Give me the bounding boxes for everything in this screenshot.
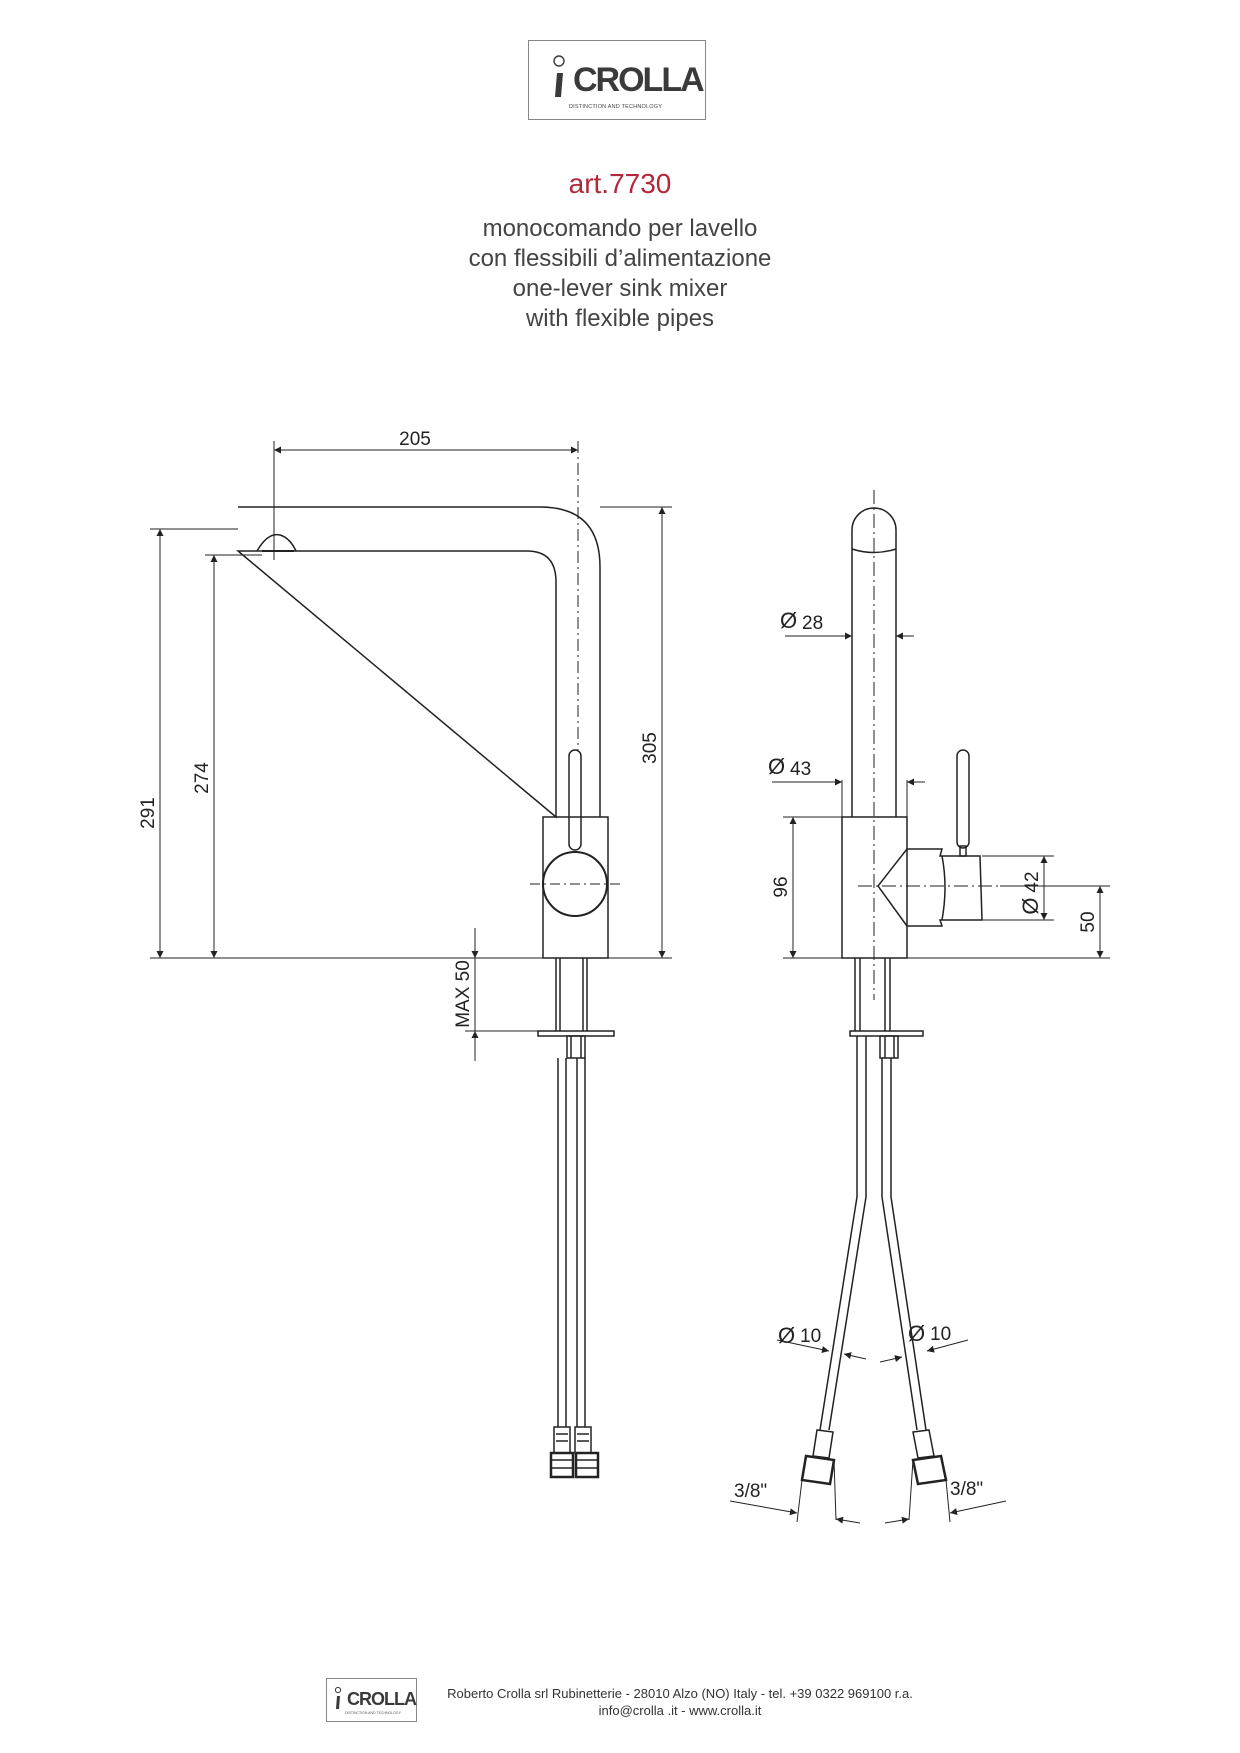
dim-43-label: 43 [790,759,811,780]
dim-50-label: 50 [1078,911,1099,932]
dim-28-label-group: Ø 28 [780,608,823,634]
diameter-symbol: Ø [1018,897,1043,914]
side-fitting-left [812,1429,834,1459]
dim-305-label: 305 [640,732,661,764]
dim-291-label: 291 [138,797,159,829]
side-pipe-left [819,1036,858,1431]
dim-10-right-label-group: Ø 10 [908,1321,951,1346]
logo-mark-icon [553,55,565,97]
footer-logo-mark-icon [334,1686,342,1709]
dim-thread-left-label: 3/8" [734,1481,767,1502]
dim-28-label: 28 [802,613,823,634]
side-cartridge [907,848,983,927]
dim-10-right-line [926,1339,969,1353]
side-lever [956,749,970,849]
side-pipe-right [881,1058,918,1431]
description-line-3: one-lever sink mixer [512,275,728,302]
dim-thread-right-label: 3/8" [950,1479,983,1500]
diameter-symbol: Ø [908,1321,925,1346]
footer-logo-wordmark: CROLLA [347,1689,417,1709]
dim-10-right-label: 10 [930,1324,951,1345]
front-cartridge [542,851,608,917]
spout-outline [235,506,601,819]
front-view [235,506,620,1479]
description-line-2: con flessibili d’alimentazione [468,245,772,272]
footer-logo-tagline: DISTINCTION AND TECHNOLOGY [345,1711,401,1715]
footer-address: Roberto Crolla srl Rubinetterie - 28010 … [447,1686,913,1701]
side-body [841,816,908,959]
dim-96-label: 96 [771,876,792,897]
side-dimensions [729,632,1110,1524]
footer-contacts: info@crolla .it - www.crolla.it [598,1703,762,1718]
diameter-symbol: Ø [768,754,785,779]
dim-10-left-label: 10 [800,1326,821,1347]
logo-wordmark: CROLLA [573,61,705,99]
dim-42-label: 42 [1022,871,1043,892]
dim-thread-right-line [949,1500,1007,1515]
side-view [800,490,1000,1486]
description-line-1: monocomando per lavello [482,215,758,242]
footer-logo: CROLLA DISTINCTION AND TECHNOLOGY [326,1678,417,1722]
dim-43-label-group: Ø 43 [768,754,811,780]
diameter-symbol: Ø [778,1323,795,1348]
dim-274-label: 274 [192,762,213,794]
dim-10-left-line [776,1339,830,1353]
dim-max50-label: MAX 50 [453,960,474,1028]
front-fitting-left [553,1426,571,1454]
dim-42-label-group: Ø 42 [1018,871,1043,914]
dim-205-label: 205 [399,429,431,450]
side-fitting-right [912,1429,935,1459]
front-fitting-right [574,1426,592,1454]
description-line-4: with flexible pipes [525,305,715,332]
logo-tagline: DISTINCTION AND TECHNOLOGY [569,104,663,110]
aerator [256,533,297,552]
diameter-symbol: Ø [780,608,797,633]
front-body [542,816,609,959]
dim-10-left-label-group: Ø 10 [778,1323,821,1348]
brand-logo: CROLLA DISTINCTION AND TECHNOLOGY [528,40,706,120]
front-lever [568,749,582,851]
dim-thread-left-line [729,1500,798,1516]
article-number: art.7730 [568,168,672,199]
front-dimensions [150,441,672,1061]
